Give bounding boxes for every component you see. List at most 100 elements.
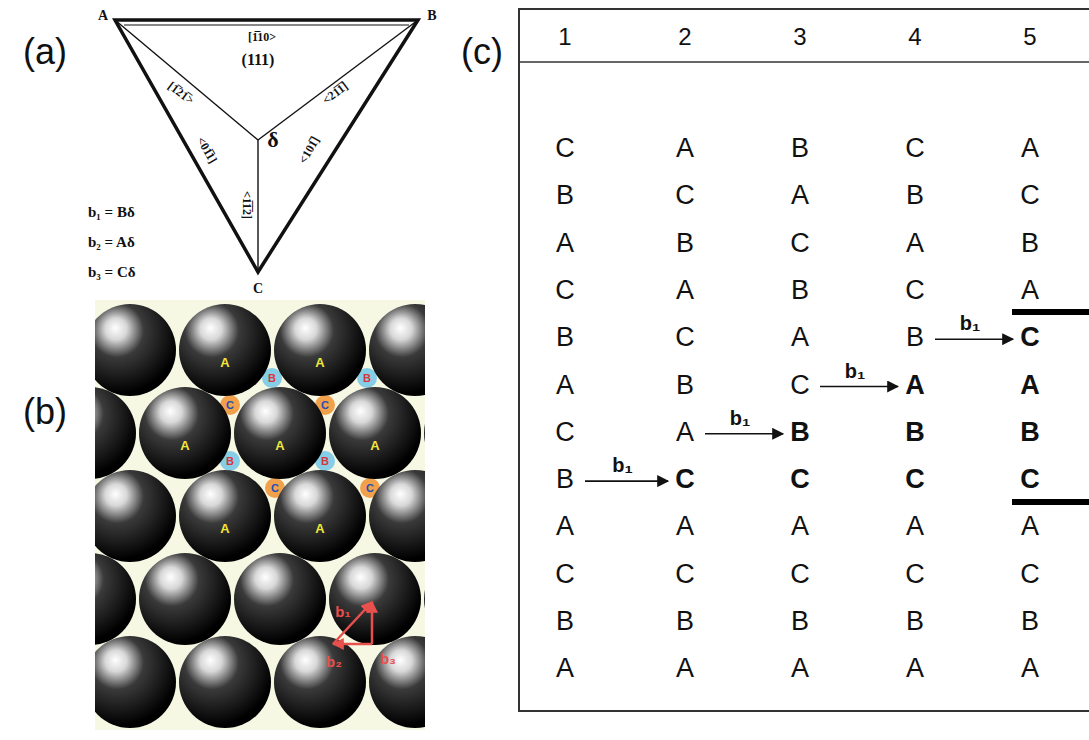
- direction-label: <01̅1]: [195, 135, 219, 165]
- a-site-label: A: [275, 439, 284, 452]
- atom-sphere: [274, 304, 366, 396]
- direction-label: [1̅21̅>: [166, 80, 196, 107]
- stacking-letter: A: [676, 513, 694, 540]
- stacking-letter: B: [791, 608, 809, 635]
- inner-edge: [124, 25, 409, 26]
- atom-sphere: [179, 470, 271, 562]
- stacking-letter: B: [676, 608, 694, 635]
- stacking-letter: C: [790, 371, 810, 398]
- shift-arrow: [705, 433, 783, 435]
- atom-sphere: [139, 387, 231, 479]
- atom-sphere: [95, 553, 136, 645]
- vertex-label: B: [427, 9, 436, 23]
- stacking-letter: A: [556, 229, 574, 256]
- fault-marker-bar: [1012, 309, 1089, 315]
- column-number: 3: [793, 25, 806, 49]
- stacking-letter: B: [905, 418, 925, 445]
- shift-arrow: [585, 480, 668, 482]
- atom-sphere: [274, 470, 366, 562]
- stacking-letter: C: [675, 324, 695, 351]
- shift-label: b₁: [960, 313, 981, 333]
- stacking-letter: B: [906, 608, 924, 635]
- atom-sphere: [424, 387, 425, 479]
- b-site-label: B: [321, 456, 329, 467]
- center-line: [257, 140, 258, 272]
- atom-sphere: [329, 387, 421, 479]
- stacking-letter: B: [556, 466, 574, 493]
- a-site-label: A: [315, 522, 324, 535]
- shift-arrow: [820, 386, 898, 388]
- stacking-letter: A: [791, 655, 809, 682]
- direction-label: <101̅]: [297, 135, 322, 166]
- stacking-letter: C: [790, 466, 810, 493]
- stacking-letter: C: [1020, 466, 1040, 493]
- column-number: 2: [678, 25, 691, 49]
- stacking-letter: B: [556, 182, 574, 209]
- stacking-letter: B: [791, 135, 809, 162]
- panel-label: (b): [23, 394, 67, 430]
- atom-sphere: [369, 470, 425, 562]
- a-site-label: A: [180, 439, 189, 452]
- triangle-outline: [115, 20, 418, 272]
- stacking-letter: A: [1020, 371, 1040, 398]
- header-rule: [519, 61, 1089, 63]
- fault-marker-bar: [1012, 499, 1089, 505]
- stacking-letter: B: [1021, 229, 1039, 256]
- atom-sphere: [95, 636, 176, 728]
- stacking-letter: B: [556, 608, 574, 635]
- center-label: δ: [267, 129, 278, 151]
- shift-label: b₁: [845, 361, 866, 381]
- stacking-letter: C: [675, 560, 695, 587]
- stacking-letter: C: [555, 276, 575, 303]
- stacking-letter: B: [790, 418, 810, 445]
- stacking-letter: C: [555, 135, 575, 162]
- stacking-letter: A: [676, 418, 694, 445]
- vector-label: b₁: [335, 604, 350, 619]
- burgers-vector: [333, 602, 372, 644]
- c-site-label: C: [321, 400, 329, 411]
- stacking-letter: C: [675, 182, 695, 209]
- atom-sphere: [95, 304, 176, 396]
- stacking-letter: C: [905, 276, 925, 303]
- a-site-label: A: [370, 439, 379, 452]
- stacking-letter: C: [905, 560, 925, 587]
- vector-label: b₃: [380, 651, 396, 666]
- column-number: 4: [908, 25, 921, 49]
- direction-label: <1̅1̅2]: [241, 191, 253, 219]
- stacking-letter: C: [555, 560, 575, 587]
- shift-label: b₁: [730, 408, 751, 428]
- table-frame: [519, 9, 1089, 711]
- a-site-label: A: [220, 522, 229, 535]
- shift-label: b₁: [612, 455, 633, 475]
- atom-sphere: [274, 636, 366, 728]
- stacking-letter: B: [1021, 608, 1039, 635]
- vertex-label: A: [98, 9, 108, 23]
- stacking-letter: B: [906, 324, 924, 351]
- direction-label: [1̅10>: [248, 31, 276, 43]
- stacking-letter: B: [556, 324, 574, 351]
- column-number: 5: [1023, 25, 1036, 49]
- stacking-letter: C: [1020, 560, 1040, 587]
- stacking-letter: A: [905, 371, 925, 398]
- atom-sphere: [369, 636, 425, 728]
- atom-sphere: [234, 387, 326, 479]
- stacking-letter: B: [906, 182, 924, 209]
- thompson-triangle: [115, 20, 418, 272]
- burgers-vector: [333, 643, 372, 646]
- stacking-letter: C: [1020, 182, 1040, 209]
- stacking-letter: C: [675, 466, 695, 493]
- atom-sphere: [139, 553, 231, 645]
- stacking-letter: B: [676, 371, 694, 398]
- stacking-letter: A: [676, 655, 694, 682]
- stacking-letter: A: [906, 513, 924, 540]
- stacking-letter: A: [906, 229, 924, 256]
- c-site-label: C: [271, 483, 279, 494]
- stacking-letter: A: [1021, 655, 1039, 682]
- stacking-letter: C: [790, 229, 810, 256]
- shift-arrow: [935, 338, 1013, 340]
- c-site-label: C: [366, 483, 374, 494]
- stacking-letter: A: [791, 324, 809, 351]
